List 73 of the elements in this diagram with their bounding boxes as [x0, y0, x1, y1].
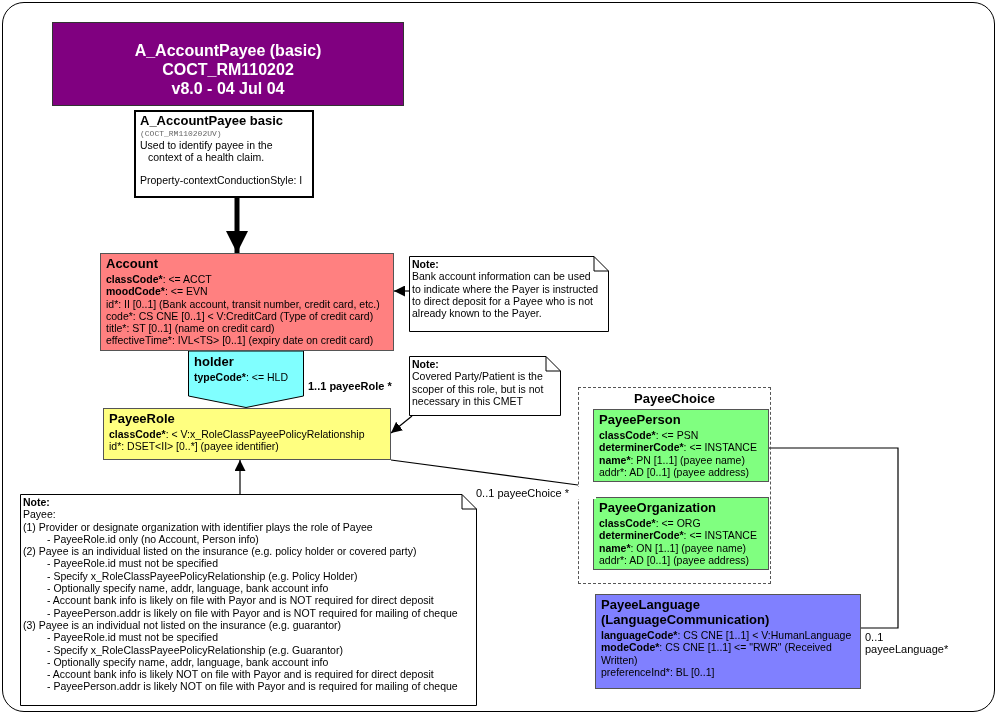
- note-text: Payee:: [23, 508, 57, 521]
- attribute-text: addr*: AD [0..1] (payee address): [599, 553, 750, 567]
- note-text: - Account bank info is likely on file with Payor and is NOT required for direct deposit: [46, 594, 435, 607]
- edge-label: 0..1 payeeChoice *: [476, 487, 596, 499]
- class-name: PayeeOrganization: [599, 500, 718, 515]
- property-text: Property-contextConductionStyle: I: [140, 173, 304, 186]
- attribute-text: languageCode*: CS CNE [1..1] < V:HumanLanguage: [601, 629, 853, 642]
- attribute-text: classCode*: <= ORG: [599, 517, 702, 530]
- choice-name: PayeeChoice: [633, 391, 716, 406]
- attribute-text: classCode*: <= ACCT: [106, 273, 213, 286]
- class-name: PayeeLanguage (LanguageCommunication): [601, 597, 771, 627]
- note-text: - PayeeRole.id must not be specified: [46, 631, 219, 644]
- edge-label: 0..1 payeeLanguage*: [865, 631, 951, 655]
- note-text: Covered Party/Patient is the scoper of this role, but is not necessary in this CMET: [412, 370, 545, 408]
- attribute-text: effectiveTime*: IVL<TS> [0..1] (expiry date on credit card): [106, 334, 375, 347]
- attribute-text: typeCode*: <= HLD: [194, 371, 289, 384]
- note-heading: Note:: [412, 258, 440, 271]
- title-banner: [52, 22, 404, 106]
- class-box: [593, 409, 769, 482]
- class-box: [593, 497, 769, 570]
- note-text: - Optionally specify name, addr, language, bank account info: [46, 582, 330, 595]
- arrow: [234, 459, 246, 495]
- arrow: [226, 198, 248, 253]
- version-text: v8.0 - 04 Jul 04: [170, 79, 286, 98]
- attribute-text: classCode*: <= PSN: [599, 429, 700, 442]
- note-text: - Account bank info is likely NOT on file with Payor and is required for direct deposit: [46, 668, 435, 681]
- choice-group: [578, 387, 771, 584]
- attribute-text: addr*: AD [0..1] (payee address): [599, 465, 750, 479]
- attribute-text: determinerCode*: <= INSTANCE: [599, 529, 758, 542]
- attribute-text: id*: DSET<II> [0..*] (payee identifier): [109, 440, 280, 453]
- class-name: PayeeRole: [109, 411, 176, 426]
- description-text: Used to identify payee in the context of a health claim.: [140, 139, 274, 164]
- note-text: - Specify x_RoleClassPayeePolicyRelationship (e.g. Policy Holder): [46, 569, 359, 583]
- attribute-text: determinerCode*: <= INSTANCE: [599, 441, 758, 454]
- class-box: [103, 408, 391, 460]
- attribute-text: title*: ST [0..1] (name on credit card): [106, 322, 276, 335]
- note-text: - PayeePerson.addr is likely on file with Payor and is NOT required for mailing of cheque: [46, 606, 459, 619]
- attribute-text: id*: II [0..1] (Bank account, transit number, credit card, etc.): [106, 297, 381, 310]
- class-name: PayeePerson: [599, 412, 682, 427]
- attribute-text: code*: CS CNE [0..1] < V:CreditCard (Type of credit card): [106, 309, 374, 323]
- connector-line: [390, 459, 579, 486]
- attribute-text: preferenceInd*: BL [0..1]: [601, 665, 716, 679]
- note-text: Bank account information can be used to indicate where the Payer is instructed to direct deposit for a Payee who is not already known to the Payer.: [412, 270, 600, 320]
- arrow: [390, 415, 413, 434]
- class-name: holder: [194, 354, 235, 369]
- note-text: (1) Provider or designate organization with identifier plays the role of Payee: [23, 520, 374, 533]
- note-box: [20, 494, 477, 706]
- note-text: (2) Payee is an individual listed on the insurance (e.g. policy holder or covered party): [23, 545, 418, 558]
- entry-point-box: [134, 110, 314, 198]
- attribute-text: name*: PN [1..1] (payee name): [599, 453, 746, 466]
- note-text: - PayeeRole.id only (no Account, Person info): [46, 532, 260, 546]
- note-heading: Note:: [412, 358, 440, 371]
- role-label: 1..1 payeeRole *: [308, 380, 392, 392]
- class-box: [100, 253, 394, 351]
- note-text: - PayeeRole.id must not be specified: [46, 557, 219, 570]
- note-text: - Specify x_RoleClassPayeePolicyRelationship (e.g. Guarantor): [46, 643, 344, 656]
- note-box: [409, 356, 561, 416]
- entry-point-name: A_AccountPayee basic: [140, 113, 285, 128]
- entry-point-id: (COCT_RM110202UV): [140, 128, 223, 139]
- attribute-text: modeCode*: CS CNE [1..1] <= "RWR" (Received Written): [601, 641, 833, 666]
- attribute-text: name*: ON [1..1] (payee name): [599, 541, 748, 554]
- class-box: [595, 594, 861, 689]
- model-id: COCT_RM110202: [161, 60, 295, 79]
- class-name: Account: [106, 256, 159, 271]
- note-text: (3) Payee is an individual not listed on the insurance (e.g. guarantor): [23, 618, 342, 632]
- note-text: - Optionally specify name, addr, language, bank account info: [46, 655, 329, 669]
- note-box: [409, 256, 609, 332]
- note-heading: Note:: [23, 496, 51, 509]
- attribute-text: moodCode*: <= EVN: [106, 285, 209, 298]
- model-title: A_AccountPayee (basic): [133, 41, 323, 60]
- arrow: [393, 285, 410, 297]
- attribute-text: classCode*: < V:x_RoleClassPayeePolicyRelationship: [109, 428, 366, 441]
- note-text: - PayeePerson.addr is likely NOT on file with Payor and is required for mailing of cheque: [46, 680, 459, 693]
